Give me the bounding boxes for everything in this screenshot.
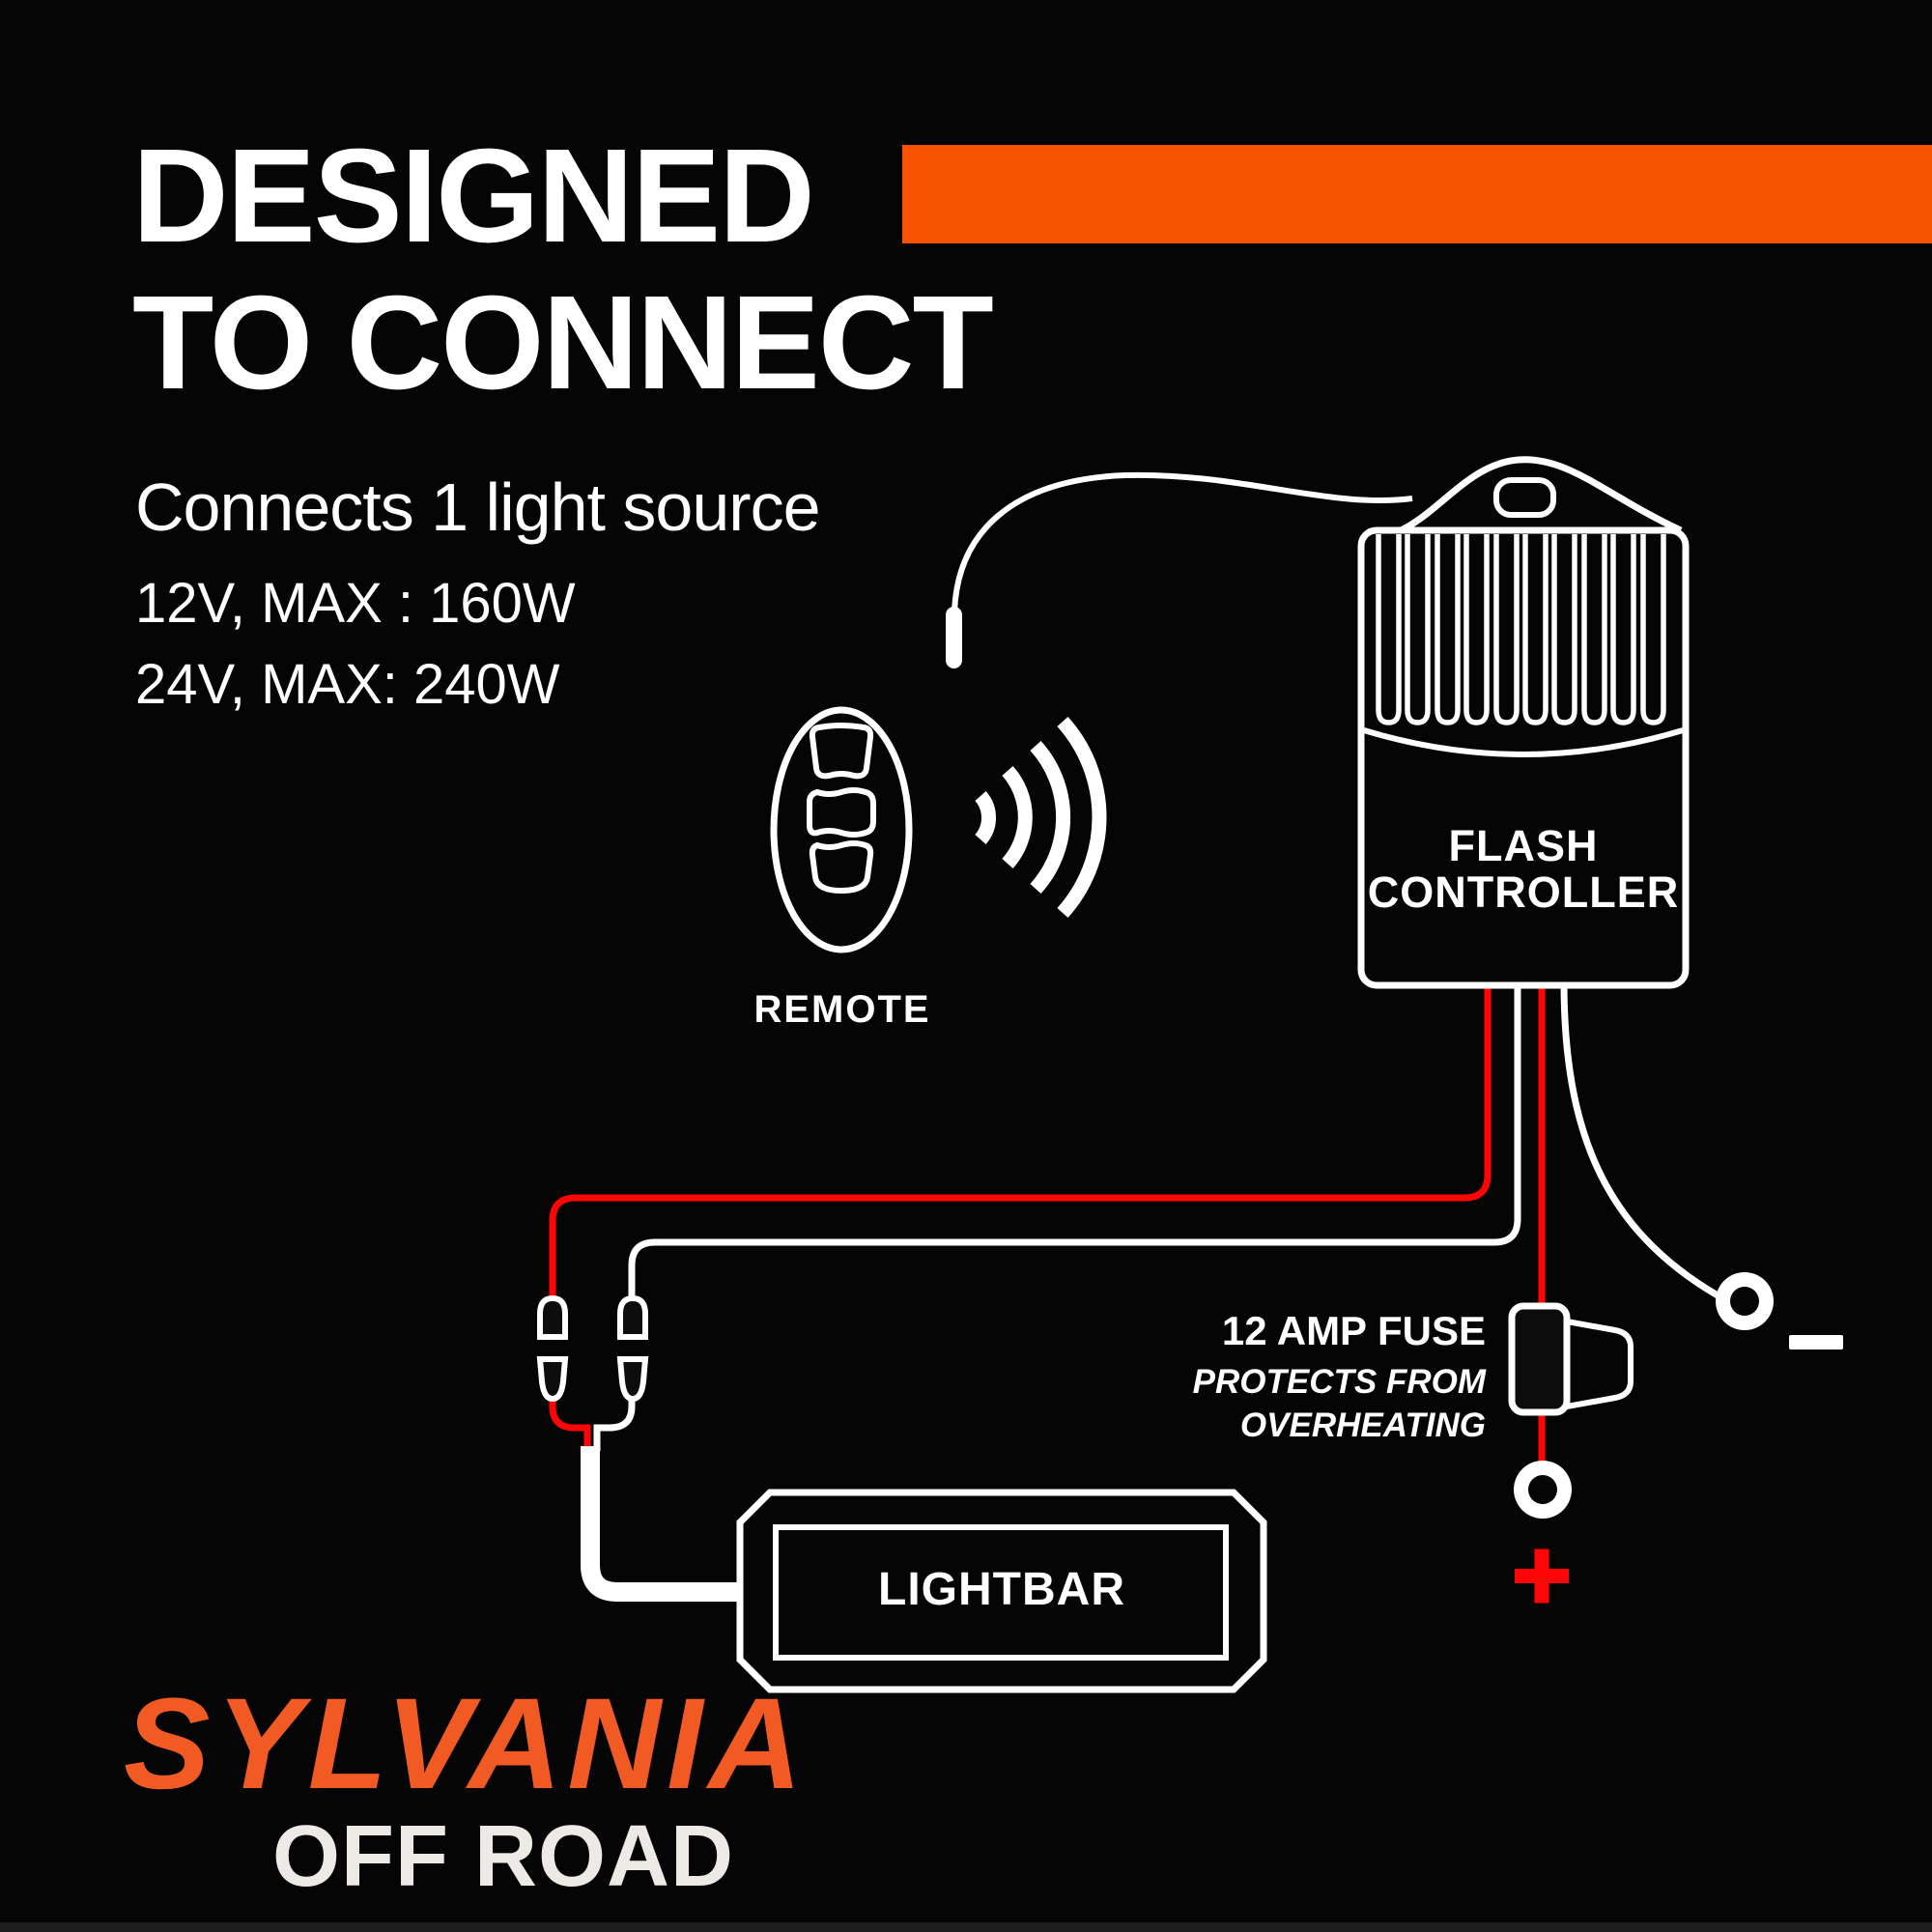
red-wire-stub [549, 1399, 591, 1451]
positive-ring-hole [1528, 1475, 1557, 1504]
fuse-callout: 12 AMP FUSE PROTECTS FROM OVERHEATING [1080, 1308, 1486, 1444]
brand-logo: SYLVANIA [124, 1672, 809, 1816]
signal-arc-1 [975, 791, 996, 844]
bullet-connector-female-red-icon [536, 1356, 569, 1403]
bullet-connectors [536, 1294, 649, 1403]
ring-terminal-negative-icon [1716, 1272, 1774, 1330]
signal-arc-4 [1057, 716, 1107, 919]
fuse-description-line1: PROTECTS FROM [1192, 1363, 1486, 1401]
flash-controller-label: FLASH CONTROLLER [1361, 823, 1686, 916]
negative-ring-hole [1730, 1287, 1759, 1316]
controller-heatsink-fins [1376, 534, 1666, 725]
ring-terminal-positive-icon [1514, 1461, 1572, 1519]
fuse-description-line2: OVERHEATING [1239, 1406, 1486, 1444]
red-wire-lightbar [549, 981, 1492, 1300]
sub-brand-logo: OFF ROAD [272, 1808, 734, 1905]
fuse-title: 12 AMP FUSE [1221, 1308, 1486, 1353]
antenna-wire [946, 471, 1413, 668]
bottom-edge-strip [0, 1922, 1932, 1932]
signal-waves-icon [975, 716, 1107, 919]
antenna-lead [952, 471, 1413, 613]
controller-tab-hole [1493, 477, 1556, 518]
lightbar-cable [581, 1446, 744, 1602]
page-title-line1: DESIGNED [132, 122, 815, 270]
spec-24v: 24V, MAX: 240W [135, 653, 560, 716]
remote-body [770, 706, 913, 953]
subtitle: Connects 1 light source [135, 469, 821, 545]
plus-icon [1515, 1548, 1569, 1604]
wire-group [549, 980, 1719, 1602]
lightbar-outline [736, 1489, 1267, 1693]
controller-heatsink-divider [1363, 727, 1684, 757]
remote-button-middle [807, 787, 876, 838]
signal-arc-2 [1002, 766, 1033, 868]
white-wire-stub [593, 1399, 636, 1451]
accent-bar [902, 145, 1932, 243]
spec-12v: 12V, MAX : 160W [135, 572, 576, 635]
fuse-body [1508, 1302, 1571, 1416]
bullet-connector-female-white-icon [616, 1356, 649, 1403]
antenna-tip [946, 607, 962, 668]
minus-icon [1789, 1335, 1843, 1350]
signal-arc-3 [1030, 740, 1071, 895]
fuse-cap [1564, 1318, 1634, 1410]
page-title-line2: TO CONNECT [132, 269, 994, 417]
white-wire-to-negative-terminal [1560, 980, 1719, 1299]
lightbar-label: LIGHTBAR [878, 1564, 1125, 1615]
remote-button-bottom [809, 840, 874, 895]
bullet-connector-male-white-icon [617, 1294, 648, 1340]
lightbar-lens [773, 1524, 1229, 1661]
lightbar-icon [736, 1489, 1267, 1693]
white-wire-lightbar [628, 981, 1521, 1300]
bullet-connector-male-red-icon [537, 1294, 568, 1340]
flash-controller-label-line1: FLASH [1448, 821, 1599, 870]
remote-label: REMOTE [753, 988, 931, 1031]
remote-button-top [809, 723, 874, 780]
flash-controller-label-line2: CONTROLLER [1367, 867, 1680, 917]
fuse-holder-icon [1508, 1302, 1634, 1416]
controller-tab [1395, 456, 1683, 536]
remote-icon [770, 706, 913, 953]
flash-controller-icon [1357, 456, 1690, 989]
